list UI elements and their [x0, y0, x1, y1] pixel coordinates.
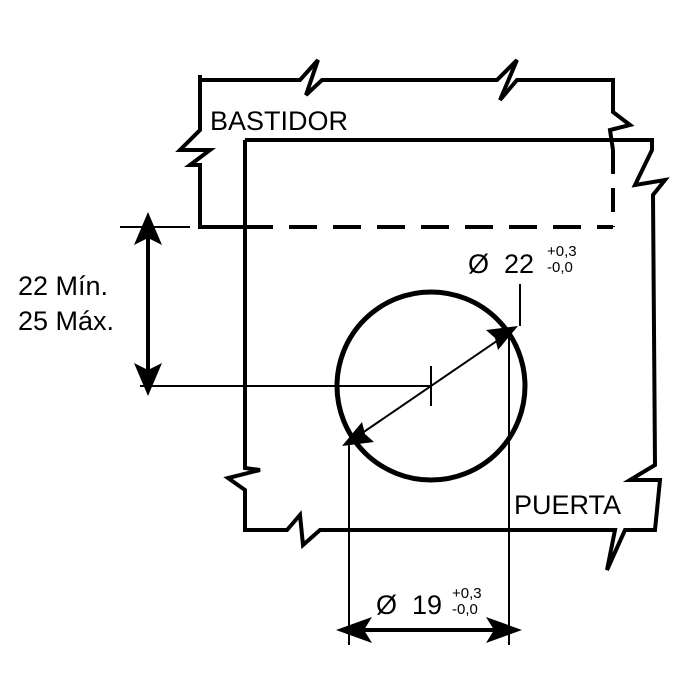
distance-min-label: 22 Mín.	[18, 271, 108, 301]
outer-diameter-value: 22	[504, 249, 534, 279]
door-label: PUERTA	[514, 490, 621, 520]
distance-arrow-head-bottom	[134, 363, 162, 396]
frame-label: BASTIDOR	[210, 106, 348, 136]
outer-diameter-symbol: Ø	[468, 249, 489, 279]
frame-top-edge	[198, 58, 635, 151]
distance-arrow-head-top	[134, 212, 162, 245]
inner-diameter-tol-plus: +0,3	[452, 585, 482, 602]
inner-diameter-value: 19	[412, 590, 442, 620]
door-outline	[223, 138, 670, 571]
frame-outline	[175, 58, 635, 229]
inner-diameter-tol-minus: -0,0	[452, 601, 478, 618]
door-main-edge	[223, 138, 670, 571]
outer-diameter-tol-minus: -0,0	[547, 259, 573, 276]
outer-diameter-tol-plus: +0,3	[547, 243, 577, 260]
outer-diameter-dimension-line	[351, 331, 511, 441]
inner-diameter-symbol: Ø	[376, 590, 397, 620]
inner-diameter-arrow-head-right	[486, 617, 522, 643]
distance-max-label: 25 Máx.	[18, 306, 114, 336]
frame-left-edge	[175, 80, 245, 229]
inner-diameter-arrow-head-left	[336, 617, 372, 643]
